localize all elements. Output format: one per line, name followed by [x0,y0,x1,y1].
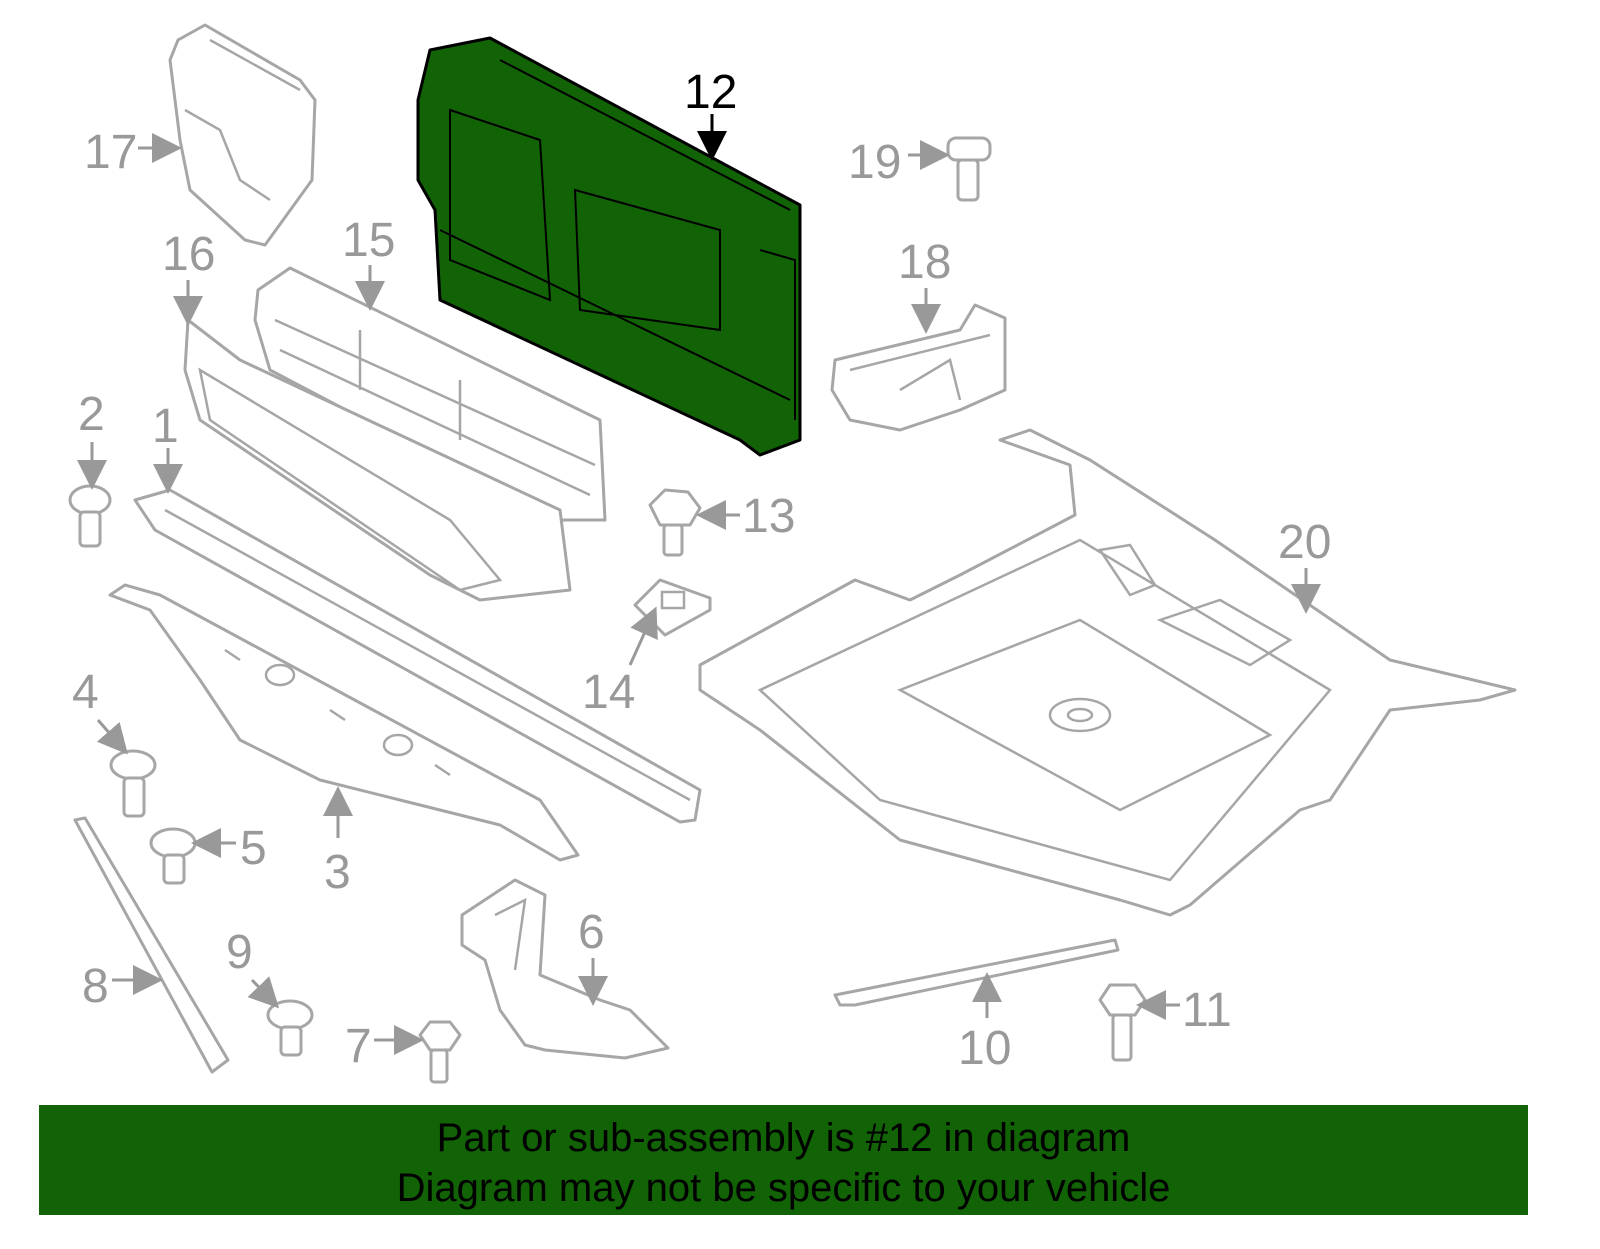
callout-6[interactable]: 6 [578,906,608,1006]
part-16-lower-grille[interactable] [183,318,572,602]
banner-line-disclaimer: Diagram may not be specific to your vehi… [396,1166,1171,1210]
callout-12[interactable]: 12 [684,66,737,161]
svg-text:8: 8 [82,960,109,1013]
part-6-bracket[interactable] [460,878,670,1060]
svg-text:4: 4 [72,666,99,719]
callout-11[interactable]: 11 [1136,984,1232,1037]
callout-8[interactable]: 8 [82,960,163,1013]
callout-15[interactable]: 15 [342,214,395,311]
callout-4[interactable]: 4 [72,666,128,755]
part-9-screw[interactable] [266,999,314,1057]
svg-text:12: 12 [684,66,737,119]
part-8-brace[interactable] [73,816,230,1074]
svg-text:18: 18 [898,236,951,289]
svg-text:13: 13 [742,490,795,543]
svg-text:3: 3 [324,846,351,899]
svg-text:7: 7 [345,1020,372,1073]
part-19-screw[interactable] [946,136,992,202]
svg-text:16: 16 [162,228,215,281]
svg-text:6: 6 [578,906,605,959]
part-4-clip[interactable] [109,749,157,818]
callout-7[interactable]: 7 [345,1020,424,1073]
part-18-air-duct[interactable] [830,303,1007,432]
callout-2[interactable]: 2 [77,388,107,490]
part-20-splash-shield[interactable] [698,428,1517,917]
svg-text:20: 20 [1278,516,1331,569]
part-17-air-duct[interactable] [168,23,317,247]
part-7-bolt[interactable] [418,1020,462,1084]
svg-text:9: 9 [226,926,253,979]
part-5-screw[interactable] [149,827,197,885]
callout-5[interactable]: 5 [191,822,267,875]
part-12-air-duct-frame[interactable] [416,36,802,457]
svg-text:1: 1 [152,400,179,453]
callout-17[interactable]: 17 [84,126,182,179]
callout-20[interactable]: 20 [1278,516,1331,614]
part-13-bolt[interactable] [648,488,702,557]
banner-line-part: Part or sub-assembly is #12 in diagram [436,1116,1131,1160]
callout-19[interactable]: 19 [848,136,950,189]
callout-14[interactable]: 14 [582,606,658,719]
callout-1[interactable]: 1 [152,400,183,494]
svg-text:5: 5 [240,822,267,875]
svg-text:14: 14 [582,666,635,719]
callout-10[interactable]: 10 [958,972,1011,1075]
callout-16[interactable]: 16 [162,228,215,326]
callout-3[interactable]: 3 [323,786,353,899]
part-15-grille-frame[interactable] [253,266,607,522]
part-11-bolt[interactable] [1098,983,1147,1062]
part-2-clip[interactable] [68,484,112,548]
part-10-brace[interactable] [833,938,1120,1007]
callout-18[interactable]: 18 [898,236,951,334]
part-info-banner: Part or sub-assembly is #12 in diagram D… [39,1105,1528,1215]
callout-13[interactable]: 13 [696,490,795,543]
svg-text:2: 2 [78,388,105,441]
callout-9[interactable]: 9 [226,926,280,1009]
svg-text:17: 17 [84,126,137,179]
svg-text:11: 11 [1182,984,1232,1037]
part-3-lower-panel[interactable] [108,583,580,862]
svg-text:19: 19 [848,136,901,189]
svg-text:10: 10 [958,1022,1011,1075]
svg-text:15: 15 [342,214,395,267]
